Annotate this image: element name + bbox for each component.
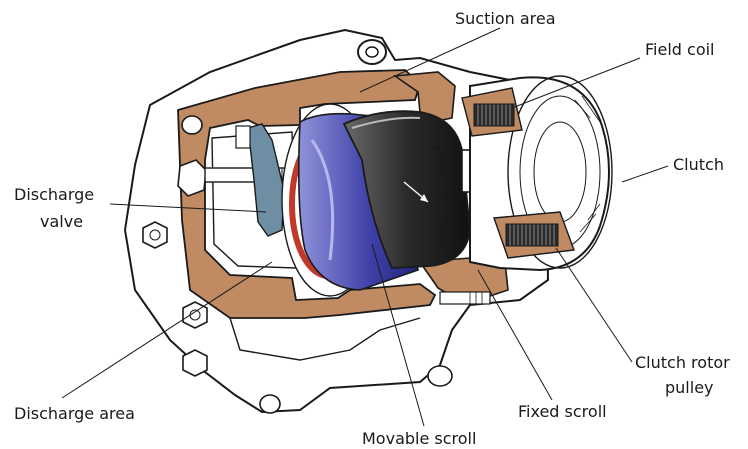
lower-bolt bbox=[439, 291, 491, 305]
leader-discharge-area bbox=[61, 261, 273, 399]
thrust-bearing bbox=[435, 145, 449, 247]
label-clutch: Clutch bbox=[673, 155, 724, 174]
rotor-pulley-part bbox=[493, 211, 575, 259]
mounting-ear bbox=[357, 39, 387, 65]
leader-clutch bbox=[621, 165, 669, 183]
field-coil-part bbox=[461, 87, 523, 137]
discharge-valve-part bbox=[235, 123, 285, 237]
label-suction-area: Suction area bbox=[455, 9, 556, 28]
leader-lines bbox=[61, 27, 669, 427]
label-field-coil: Field coil bbox=[645, 40, 715, 59]
housing-lower-detail bbox=[229, 317, 421, 361]
label-fixed-scroll: Fixed scroll bbox=[518, 402, 607, 421]
housing-bolt-1 bbox=[142, 221, 168, 249]
label-discharge-valve-line2: valve bbox=[40, 212, 84, 231]
leader-movable-scroll bbox=[371, 243, 425, 427]
leader-discharge-valve bbox=[109, 203, 267, 213]
leader-fixed-scroll bbox=[477, 269, 553, 401]
leader-suction-area bbox=[359, 27, 501, 93]
label-clutch-rotor-pulley-line1: Clutch rotor bbox=[635, 353, 730, 372]
label-clutch-rotor-pulley-line2: pulley bbox=[665, 378, 714, 397]
housing-holes bbox=[181, 115, 453, 414]
leader-field-coil bbox=[511, 57, 641, 109]
label-discharge-valve-line1: Discharge bbox=[14, 185, 95, 204]
label-discharge-area: Discharge area bbox=[14, 404, 135, 423]
drum-arrow-head bbox=[420, 194, 428, 202]
housing-bolt-3 bbox=[182, 349, 208, 377]
drum-rim bbox=[351, 116, 421, 129]
label-movable-scroll: Movable scroll bbox=[362, 429, 477, 448]
leader-clutch-rotor-pulley bbox=[555, 247, 633, 363]
scroll-highlight bbox=[310, 139, 335, 261]
